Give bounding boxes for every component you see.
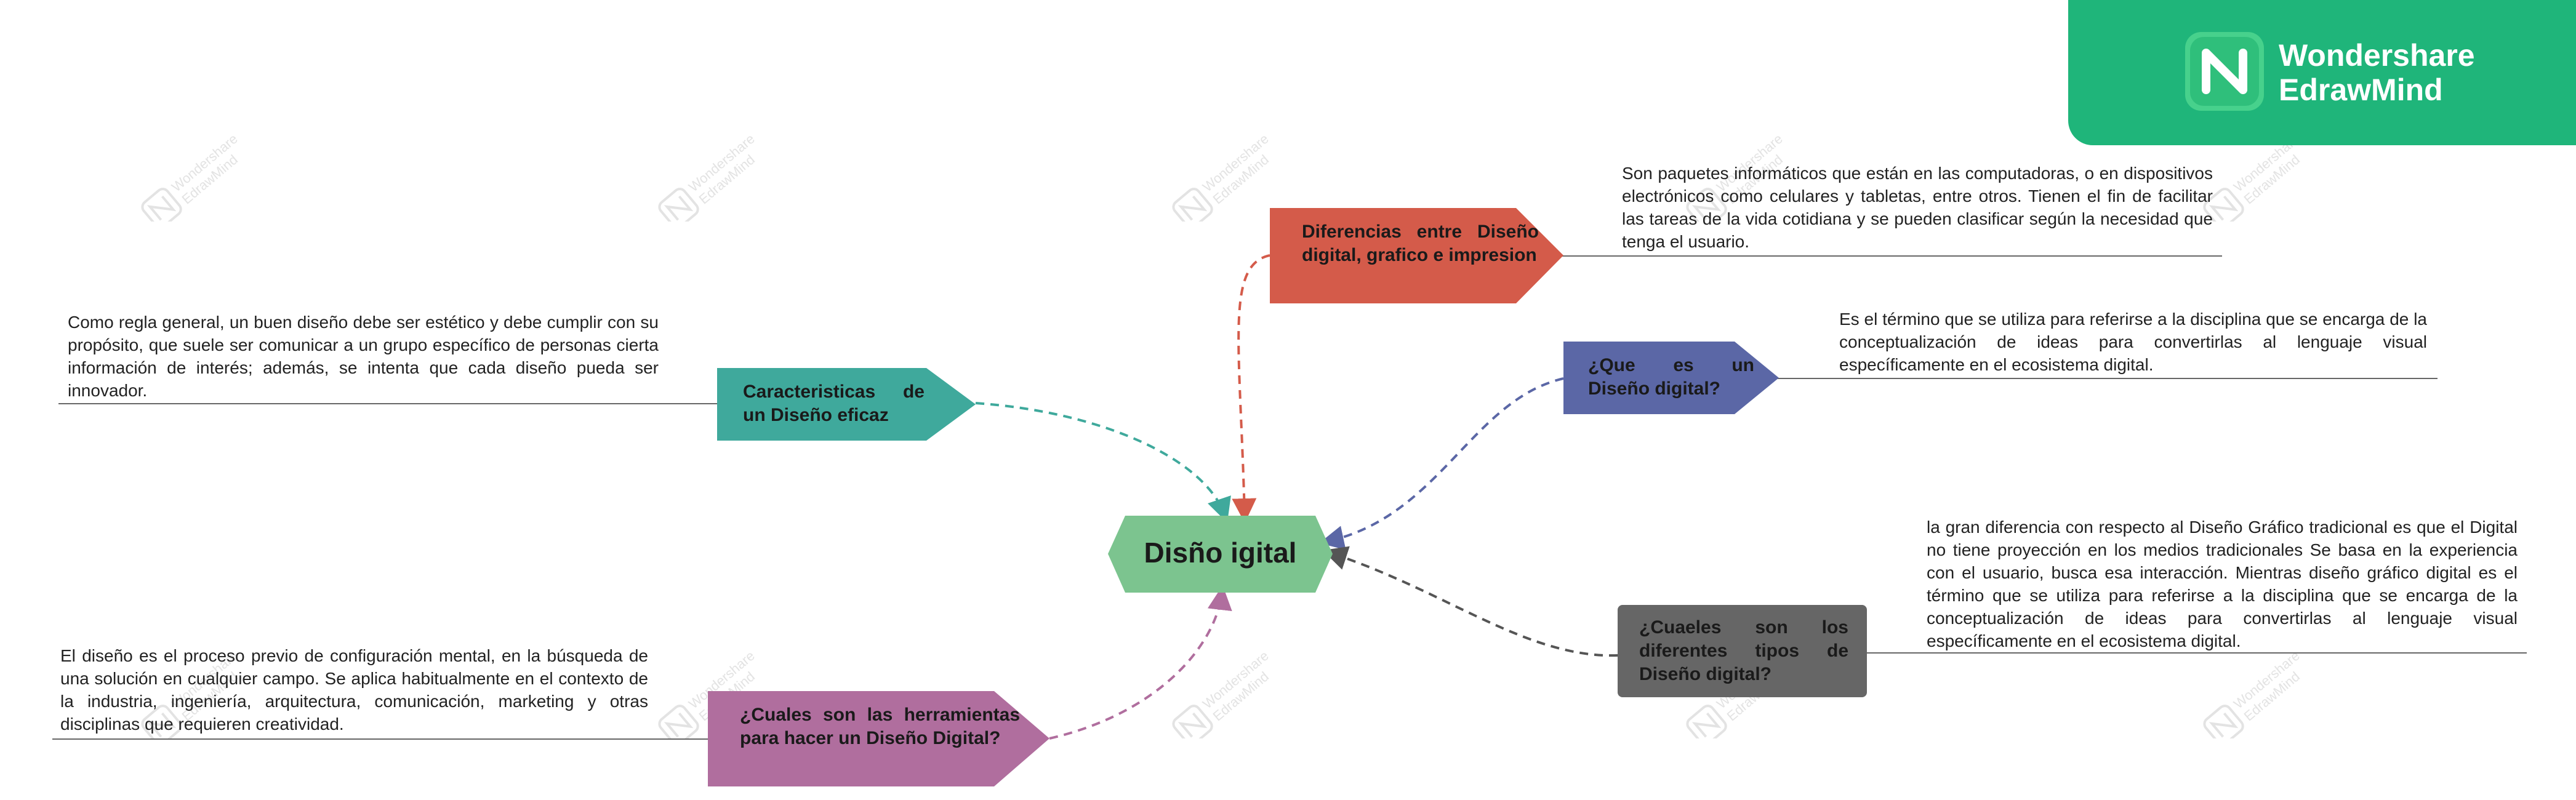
- connector-caracteristicas: [975, 402, 1231, 523]
- brand-name: Wondershare EdrawMind: [2279, 38, 2475, 107]
- note-caracteristicas: Como regla general, un buen diseño debe …: [68, 313, 659, 400]
- branch-herramientas[interactable]: ¿Cuales son las herramientas para hacer …: [708, 691, 1049, 786]
- connector-diferencias: [1232, 254, 1270, 523]
- note-diferencias: Son paquetes informáticos que están en l…: [1622, 164, 2213, 251]
- note-que-es: Es el término que se utiliza para referi…: [1839, 310, 2427, 374]
- brand-line-2: EdrawMind: [2279, 73, 2443, 107]
- rule-que-es: [1773, 378, 2438, 379]
- note-herramientas: El diseño es el proceso previo de config…: [60, 646, 648, 734]
- connector-que-es: [1319, 377, 1564, 550]
- branch-que-es-label: ¿Que es un Diseño digital?: [1588, 355, 1754, 399]
- brand-line-1: Wondershare: [2279, 38, 2475, 73]
- connector-tipos: [1322, 546, 1618, 657]
- branch-herramientas-label: ¿Cuales son las herramientas para hacer …: [740, 705, 1020, 748]
- brand-badge: Wondershare EdrawMind: [2068, 0, 2576, 145]
- branch-caracteristicas[interactable]: Caracteristicas de un Diseño eficaz: [717, 368, 976, 441]
- branch-diferencias[interactable]: Diferencias entre Diseño digital, grafic…: [1270, 208, 1563, 303]
- branch-caracteristicas-label: Caracteristicas de un Diseño eficaz: [743, 382, 925, 425]
- branch-diferencias-label: Diferencias entre Diseño digital, grafic…: [1302, 222, 1539, 265]
- branch-tipos-label: ¿Cuaeles son los diferentes tipos de Dis…: [1639, 617, 1848, 684]
- edrawmind-logo-icon: [2185, 32, 2264, 111]
- rule-caracteristicas: [58, 403, 717, 404]
- connector-herramientas: [1049, 585, 1232, 740]
- central-topic-label: Disño igital: [1144, 537, 1297, 569]
- note-tipos: la gran diferencia con respecto al Diseñ…: [1927, 518, 2518, 650]
- branch-que-es[interactable]: ¿Que es un Diseño digital?: [1563, 342, 1779, 414]
- rule-herramientas: [52, 738, 711, 740]
- branch-tipos[interactable]: ¿Cuaeles son los diferentes tipos de Dis…: [1618, 605, 1867, 697]
- central-topic[interactable]: Disño igital: [1108, 516, 1333, 593]
- rule-diferencias: [1551, 255, 2222, 257]
- rule-tipos: [1865, 652, 2527, 654]
